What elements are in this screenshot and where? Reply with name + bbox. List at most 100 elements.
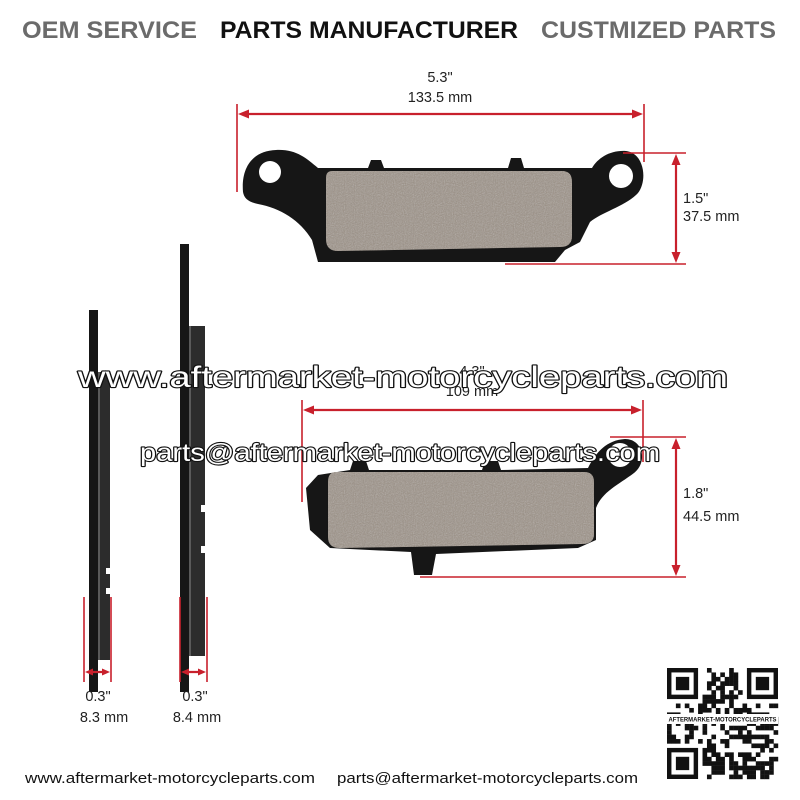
qr-module [715, 685, 721, 691]
qr-module [711, 765, 717, 771]
qr-module [729, 694, 734, 700]
qr-module [698, 707, 703, 713]
footer-website: www.aftermarket-motorcycleparts.com [24, 770, 315, 787]
qr-module [724, 707, 730, 713]
qr-module [711, 743, 717, 749]
qr-module [755, 703, 761, 709]
qr-module [733, 774, 739, 780]
qr-module [738, 752, 743, 757]
qr-module [769, 739, 774, 744]
side-view-2-notch [201, 546, 205, 553]
qr-module [769, 703, 774, 709]
qr-module [684, 739, 690, 744]
qr-module [729, 672, 734, 678]
qr-module [720, 756, 725, 762]
qr-module [760, 761, 765, 766]
bottom-pad-length-inches: 4.3" [459, 364, 484, 380]
qr-module [733, 734, 739, 740]
side-view-1-thickness-mm: 8.3 mm [80, 710, 128, 726]
qr-module [764, 774, 770, 780]
qr-module [729, 703, 734, 709]
qr-module [724, 752, 730, 757]
footer: www.aftermarket-motorcycleparts.com part… [24, 770, 638, 787]
side-view-2-backing-plate [180, 244, 189, 692]
qr-module [711, 747, 717, 753]
qr-module [729, 681, 734, 686]
qr-code-icon: AFTERMARKET-MOTORCYCLEPARTS [667, 668, 779, 780]
qr-module [755, 765, 761, 771]
qr-module [720, 672, 725, 678]
qr-module [724, 676, 730, 682]
qr-module [706, 761, 712, 766]
qr-module [711, 681, 717, 686]
qr-module [746, 774, 752, 780]
qr-module [769, 747, 774, 753]
qr-module [702, 694, 708, 700]
qr-module [711, 699, 717, 704]
qr-module [738, 725, 743, 731]
qr-module [715, 676, 721, 682]
qr-module [746, 730, 752, 735]
header-customized-parts: CUSTMIZED PARTS [541, 17, 776, 44]
qr-module [720, 725, 725, 731]
qr-module [724, 694, 730, 700]
qr-module [742, 765, 748, 771]
side-view-2-thickness-dimension: 0.3" 8.4 mm [173, 597, 221, 726]
qr-label-band [667, 714, 778, 724]
side-view-1-thickness-dimension: 0.3" 8.3 mm [80, 597, 128, 726]
qr-module [729, 774, 734, 780]
bottom-pad-length-mm: 109 mm [446, 384, 498, 400]
qr-module [764, 739, 770, 744]
qr-module [715, 707, 721, 713]
qr-module [667, 725, 672, 731]
qr-module [764, 743, 770, 749]
qr-module [706, 668, 712, 673]
qr-module [684, 734, 690, 740]
qr-module [742, 761, 748, 766]
arrowhead [671, 438, 681, 449]
top-pad-length-inches: 5.3" [427, 70, 452, 86]
top-pad-height-inches: 1.5" [683, 191, 708, 207]
side-view-2-edge-highlight [189, 326, 191, 656]
qr-module [746, 734, 752, 740]
side-view-2-notch [201, 505, 205, 512]
qr-module [689, 730, 694, 735]
side-view-pad-1 [89, 310, 110, 692]
qr-finder-pattern [755, 676, 770, 691]
qr-module [720, 690, 725, 695]
qr-module [729, 690, 734, 695]
qr-module [742, 725, 748, 731]
qr-module [715, 752, 721, 757]
side-view-1-edge-highlight [98, 372, 100, 660]
qr-module [711, 703, 717, 709]
qr-module [738, 774, 743, 780]
qr-module [738, 707, 743, 713]
qr-module [702, 752, 708, 757]
qr-module [720, 685, 725, 691]
qr-module [729, 699, 734, 704]
qr-module [711, 690, 717, 695]
top-pad-height-mm: 37.5 mm [683, 209, 739, 225]
qr-module [755, 743, 761, 749]
qr-module [706, 707, 712, 713]
arrowhead [85, 668, 93, 676]
qr-module [746, 765, 752, 771]
qr-module [706, 681, 712, 686]
qr-module [675, 739, 681, 744]
qr-module [742, 703, 748, 709]
arrowhead [671, 252, 681, 263]
qr-finder-pattern [675, 676, 690, 691]
top-pad-right-mount-hole [609, 164, 633, 188]
qr-module [733, 685, 739, 691]
side-view-1-backing-plate [89, 310, 98, 692]
qr-module [698, 739, 703, 744]
top-pad-height-dimension: 1.5" 37.5 mm [505, 152, 739, 265]
qr-module [769, 770, 774, 775]
qr-module [715, 699, 721, 704]
qr-module [751, 770, 756, 775]
qr-module [729, 725, 734, 731]
qr-module [702, 756, 708, 762]
header-parts-manufacturer: PARTS MANUFACTURER [220, 17, 518, 44]
qr-module [715, 761, 721, 766]
